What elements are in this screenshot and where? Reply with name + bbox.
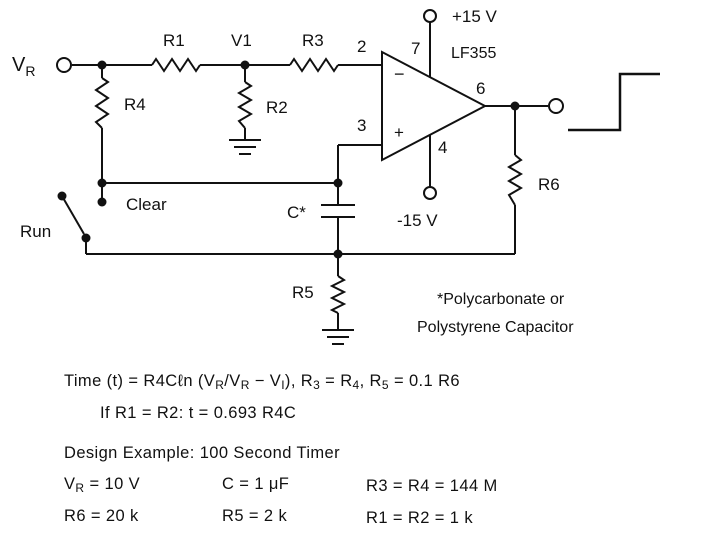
ground-r5 <box>322 329 354 345</box>
clear-label: Clear <box>126 195 167 214</box>
opamp-label: LF355 <box>451 45 496 62</box>
vr-value: VR = 10 V <box>64 475 141 495</box>
r6-value: R6 = 20 k <box>64 507 139 525</box>
capacitor <box>321 204 355 218</box>
output-terminal <box>548 98 564 114</box>
vr-input-terminal <box>56 57 72 73</box>
resistor-r6 <box>507 154 523 206</box>
minus15-terminal <box>423 186 437 200</box>
r5-value: R5 = 2 k <box>222 507 288 525</box>
r3-label: R3 <box>302 31 324 50</box>
run-switch <box>57 191 85 235</box>
r5-label: R5 <box>292 283 314 302</box>
r2-label: R2 <box>266 98 288 117</box>
pin2-label: 2 <box>357 37 366 56</box>
footnote-line2: Polystyrene Capacitor <box>417 319 574 336</box>
noninverting-sign: + <box>394 123 404 142</box>
minus15-label: -15 V <box>397 211 438 230</box>
resistor-r2 <box>237 81 253 129</box>
r4-label: R4 <box>124 95 146 114</box>
pin7-label: 7 <box>411 39 420 58</box>
capacitor-label: C* <box>287 203 306 222</box>
junction-dots <box>81 60 520 259</box>
ground-r2 <box>229 139 261 155</box>
resistor-r1 <box>151 57 201 73</box>
r3-r4-value: R3 = R4 = 144 M <box>366 477 498 495</box>
resistor-r3 <box>289 57 339 73</box>
run-label: Run <box>20 222 51 241</box>
time-equation: Time (t) = R4Cℓn (VR/VR − VI), R3 = R4, … <box>64 372 460 392</box>
vr-label: VR <box>12 54 35 79</box>
resistor-r5 <box>329 275 347 314</box>
plus15-terminal <box>423 9 437 23</box>
pin6-label: 6 <box>476 79 485 98</box>
opamp-triangle <box>381 50 488 162</box>
c-value: C = 1 μF <box>222 475 290 493</box>
if-equation: If R1 = R2: t = 0.693 R4C <box>100 404 297 422</box>
resistor-r4 <box>94 77 110 129</box>
pin4-label: 4 <box>438 138 447 157</box>
pin3-label: 3 <box>357 116 366 135</box>
plus15-label: +15 V <box>452 7 498 26</box>
design-example-title: Design Example: 100 Second Timer <box>64 444 341 462</box>
inverting-sign: − <box>394 64 405 84</box>
footnote-line1: *Polycarbonate or <box>437 291 565 308</box>
r1-label: R1 <box>163 31 185 50</box>
v1-label: V1 <box>231 31 252 50</box>
r6-label: R6 <box>538 175 560 194</box>
r1-r2-value: R1 = R2 = 1 k <box>366 509 474 527</box>
output-step-waveform <box>568 72 660 132</box>
